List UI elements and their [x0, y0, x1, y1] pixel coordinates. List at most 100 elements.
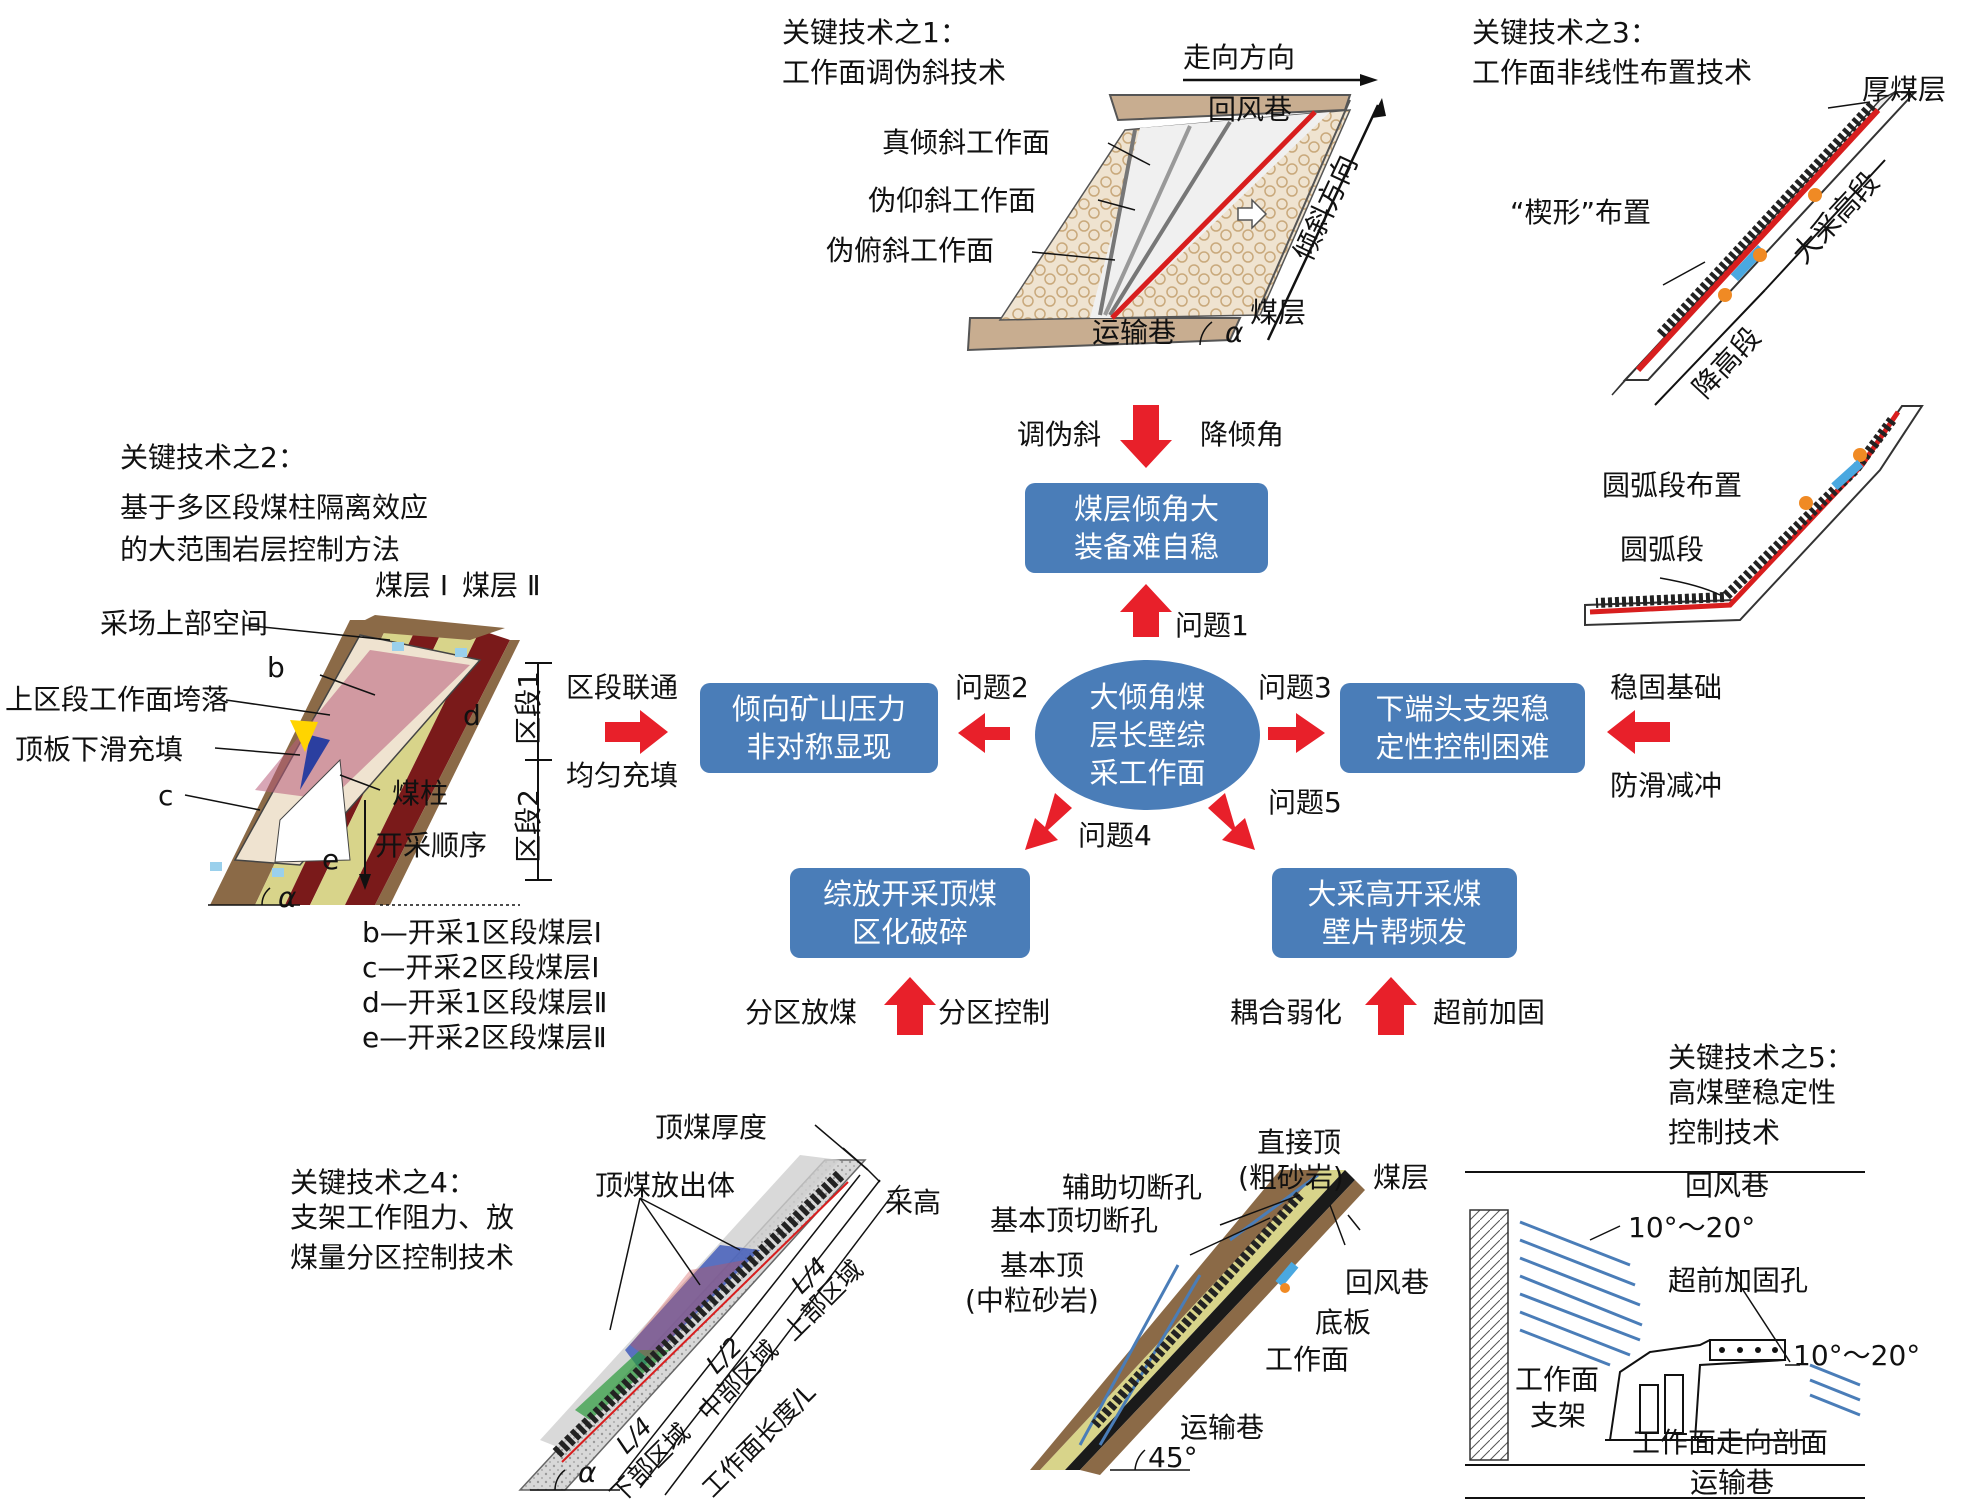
tech2-label-seam2: 煤层 Ⅱ — [462, 569, 541, 602]
tech1-label-pseudo-up: 伪仰斜工作面 — [868, 184, 1037, 217]
tech3-title-1: 关键技术之3： — [1472, 16, 1658, 49]
tech3-label-wedge: “楔形”布置 — [1510, 196, 1652, 229]
problem3-label: 问题3 — [1258, 671, 1332, 704]
tech4-label-drawn-body: 顶煤放出体 — [595, 1169, 736, 1202]
tech5-label-working-face: 工作面 — [1515, 1363, 1600, 1396]
tech2-label-alpha: α — [278, 881, 297, 914]
problem1-label: 问题1 — [1175, 609, 1249, 642]
tech2-legend-b: b—开采1区段煤层Ⅰ — [362, 916, 602, 949]
tech5-label-support: 支架 — [1530, 1399, 1587, 1432]
problem3-line1: 下端头支架稳 — [1375, 692, 1550, 726]
problem1-box: 煤层倾角大 装备难自稳 — [1025, 483, 1268, 573]
tech5-title-3: 控制技术 — [1668, 1116, 1781, 1149]
tech2-label-mining-order: 开采顺序 — [375, 829, 488, 862]
tech2-legend-e: e—开采2区段煤层Ⅱ — [362, 1021, 607, 1054]
tech5-figure — [1465, 1171, 1865, 1499]
tech5-label-angle-upper: 10°～20° — [1628, 1211, 1756, 1244]
tech4-label-alpha: α — [578, 1456, 597, 1489]
tech2-label-d: d — [463, 699, 481, 732]
method-p2-b: 均匀充填 — [566, 759, 679, 792]
arrow-p5 — [1208, 793, 1255, 850]
center-node: 大倾角煤 层长壁综 采工作面 — [1035, 660, 1260, 810]
method-p4-a: 分区放煤 — [745, 996, 858, 1029]
tech4-figure — [518, 1124, 901, 1496]
tech3-label-thick-seam: 厚煤层 — [1862, 73, 1947, 106]
method-p4-b: 分区控制 — [938, 996, 1051, 1029]
problem2-line1: 倾向矿山压力 — [731, 692, 906, 726]
problem5-line2: 壁片帮频发 — [1321, 915, 1467, 949]
problem5-line1: 大采高开采煤 — [1307, 877, 1482, 911]
arrow-down-p1 — [1120, 405, 1172, 468]
tech3-label-arc-layout: 圆弧段布置 — [1602, 469, 1743, 502]
problem1-line1: 煤层倾角大 — [1073, 492, 1219, 526]
mid-label-coarse-sandstone: (粗砂岩) — [1238, 1161, 1344, 1194]
tech5-title-2: 高煤壁稳定性 — [1668, 1076, 1837, 1109]
mid-label-floor: 底板 — [1315, 1306, 1372, 1339]
tech2-label-upper-collapse: 上区段工作面垮落 — [5, 683, 230, 716]
mid-label-coal-seam: 煤层 — [1373, 1161, 1430, 1194]
center-line-1: 大倾角煤 — [1089, 680, 1206, 714]
method-p5-a: 耦合弱化 — [1230, 996, 1343, 1029]
method-p5-b: 超前加固 — [1433, 996, 1546, 1029]
tech2-label-seam1: 煤层 Ⅰ — [375, 569, 449, 602]
arrow-up-p1 — [1120, 584, 1172, 637]
tech1-label-return-roadway: 回风巷 — [1208, 93, 1293, 126]
tech5-label-advance-hole: 超前加固孔 — [1668, 1264, 1809, 1297]
problem1-line2: 装备难自稳 — [1073, 530, 1219, 564]
tech2-label-b: b — [267, 651, 285, 684]
flow-arrows — [605, 405, 1670, 1035]
problem2-line2: 非对称显现 — [746, 730, 892, 764]
problem3-box: 下端头支架稳 定性控制困难 — [1340, 683, 1585, 773]
tech1-label-true-inclined: 真倾斜工作面 — [882, 126, 1051, 159]
arrow-right-p3 — [1268, 713, 1325, 753]
tech5-label-return-roadway: 回风巷 — [1685, 1169, 1770, 1202]
tech2-legend-d: d—开采1区段煤层Ⅱ — [362, 986, 608, 1019]
tech2-legend-c: c—开采2区段煤层Ⅰ — [362, 951, 600, 984]
tech3-title-2: 工作面非线性布置技术 — [1472, 56, 1753, 89]
tech1-label-alpha: α — [1225, 316, 1244, 349]
tech4-title-2: 支架工作阻力、放 — [290, 1201, 515, 1234]
problem3-line2: 定性控制困难 — [1375, 730, 1550, 764]
tech1-label-strike: 走向方向 — [1183, 41, 1296, 74]
tech1-title-2: 工作面调伪斜技术 — [782, 56, 1007, 89]
arrow-left-in-p3 — [1607, 710, 1670, 754]
tech-mid-figure — [1030, 1170, 1365, 1475]
tech4-title-1: 关键技术之4： — [290, 1166, 476, 1199]
tech1-figure — [966, 74, 1386, 352]
tech1-title-1: 关键技术之1： — [782, 16, 968, 49]
problem5-box: 大采高开采煤 壁片帮频发 — [1272, 868, 1517, 958]
method-p3-a: 稳固基础 — [1610, 671, 1723, 704]
method-p3-b: 防滑减冲 — [1610, 769, 1723, 802]
tech4-title-3: 煤量分区控制技术 — [290, 1241, 515, 1274]
arrow-right-in-p2 — [605, 710, 668, 754]
tech5-label-angle-lower: 10°～20° — [1793, 1339, 1921, 1372]
tech2-label-c: c — [158, 779, 174, 812]
method-p2-a: 区段联通 — [566, 671, 679, 704]
tech1-label-haulage: 运输巷 — [1092, 316, 1177, 349]
tech5-label-haulage: 运输巷 — [1690, 1466, 1775, 1499]
tech2-title-1: 关键技术之2： — [120, 441, 306, 474]
arrow-up-p4 — [884, 977, 936, 1035]
mid-label-main-roof: 基本顶 — [1000, 1249, 1085, 1282]
tech5-title-1: 关键技术之5： — [1668, 1041, 1854, 1074]
tech2-title-2: 基于多区段煤柱隔离效应 — [120, 491, 429, 524]
mid-label-working-face: 工作面 — [1265, 1343, 1350, 1376]
mid-label-return-roadway: 回风巷 — [1345, 1266, 1430, 1299]
problem2-label: 问题2 — [955, 671, 1029, 704]
mid-label-aux-cut-hole: 辅助切断孔 — [1062, 1171, 1203, 1204]
problem4-label: 问题4 — [1078, 819, 1152, 852]
tech2-label-section1: 区段1 — [511, 671, 545, 745]
tech2-label-upper-space: 采场上部空间 — [100, 607, 269, 640]
tech3-figure — [1584, 91, 1924, 627]
tech2-label-pillar: 煤柱 — [392, 777, 449, 810]
mid-label-medium-sandstone: (中粒砂岩) — [965, 1284, 1099, 1317]
center-line-2: 层长壁综 — [1089, 718, 1206, 752]
problem4-line2: 区化破碎 — [851, 915, 968, 949]
tech2-title-3: 的大范围岩层控制方法 — [120, 533, 401, 566]
tech2-figure — [184, 615, 552, 906]
mid-label-immediate-roof: 直接顶 — [1257, 1126, 1342, 1159]
problem4-box: 综放开采顶煤 区化破碎 — [790, 868, 1030, 958]
tech2-label-e: e — [322, 843, 340, 876]
tech3-label-arc: 圆弧段 — [1620, 533, 1705, 566]
